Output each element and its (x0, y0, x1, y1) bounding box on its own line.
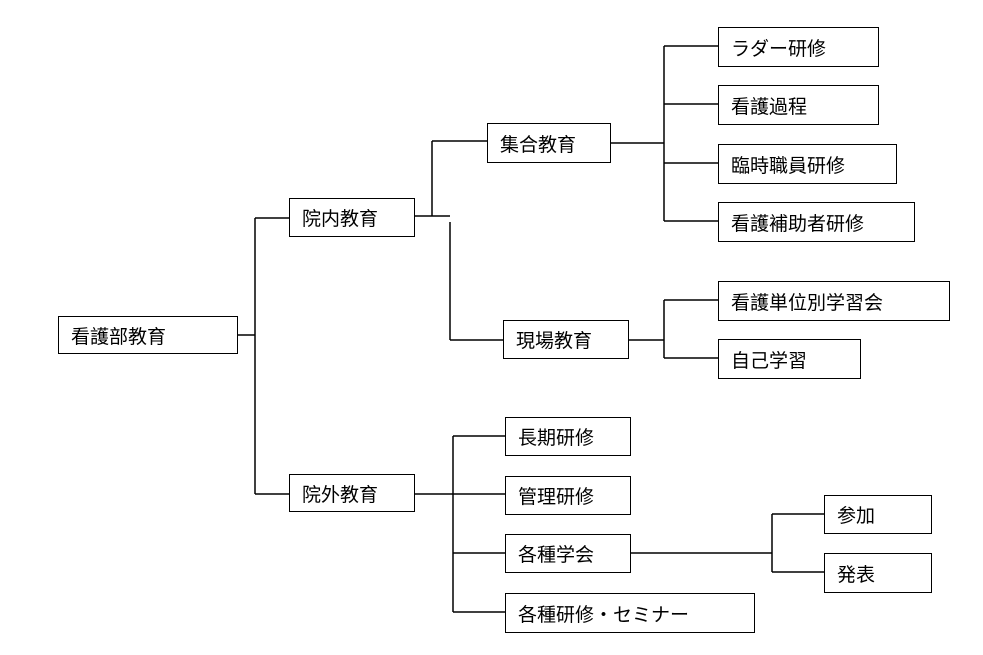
node-long-term-training: 長期研修 (505, 417, 631, 456)
node-management-training: 管理研修 (505, 476, 631, 515)
node-training-seminars: 各種研修・セミナー (505, 593, 755, 633)
node-ladder-training: ラダー研修 (718, 27, 879, 67)
node-group-education: 集合教育 (487, 123, 611, 163)
node-unit-study-group: 看護単位別学習会 (718, 281, 950, 321)
node-temporary-staff-training: 臨時職員研修 (718, 144, 897, 184)
node-out-hospital: 院外教育 (289, 474, 415, 512)
node-academic-societies: 各種学会 (505, 534, 631, 573)
node-nursing-assistant-training: 看護補助者研修 (718, 202, 915, 242)
node-onsite-education: 現場教育 (503, 320, 629, 359)
node-self-study: 自己学習 (718, 339, 861, 379)
node-participation: 参加 (824, 495, 932, 534)
node-presentation: 発表 (824, 553, 932, 593)
node-root: 看護部教育 (58, 316, 238, 354)
node-in-hospital: 院内教育 (289, 198, 415, 237)
node-nursing-process: 看護過程 (718, 85, 879, 125)
